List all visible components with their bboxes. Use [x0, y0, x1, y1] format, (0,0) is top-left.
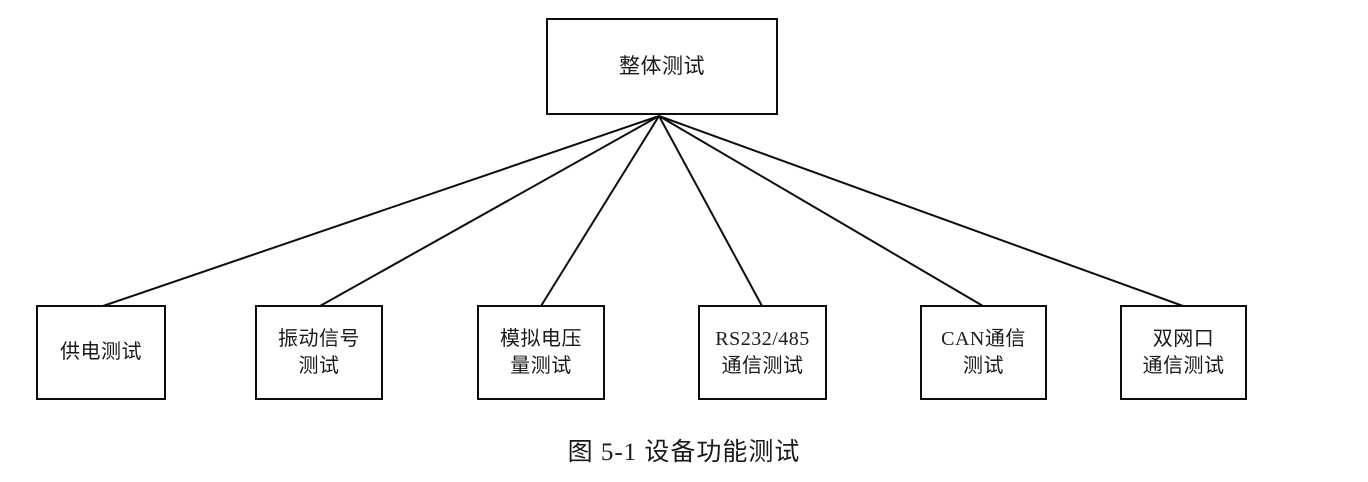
- node-can-communication-test-label: CAN通信 测试: [941, 327, 1026, 377]
- connector-line-rs232-485-communication-test: [658, 115, 763, 307]
- connector-line-analog-voltage-test: [540, 115, 660, 307]
- node-vibration-signal-test[interactable]: 振动信号 测试: [255, 305, 383, 400]
- connector-line-vibration-signal-test: [319, 115, 660, 307]
- connector-line-dual-ethernet-communication-test: [658, 115, 1184, 307]
- node-can-communication-test[interactable]: CAN通信 测试: [920, 305, 1047, 400]
- connector-line-can-communication-test: [658, 115, 984, 307]
- node-root-overall-test[interactable]: 整体测试: [546, 18, 778, 115]
- node-power-supply-test[interactable]: 供电测试: [36, 305, 166, 400]
- node-rs232-485-communication-test-label: RS232/485 通信测试: [715, 327, 810, 377]
- node-dual-ethernet-communication-test[interactable]: 双网口 通信测试: [1120, 305, 1247, 400]
- node-dual-ethernet-communication-test-label: 双网口 通信测试: [1142, 327, 1225, 377]
- connector-line-power-supply-test: [102, 115, 660, 307]
- node-analog-voltage-test-label: 模拟电压 量测试: [500, 327, 582, 377]
- node-vibration-signal-test-label: 振动信号 测试: [278, 327, 360, 377]
- node-rs232-485-communication-test[interactable]: RS232/485 通信测试: [698, 305, 827, 400]
- figure-caption: 图 5-1 设备功能测试: [567, 439, 801, 466]
- node-root-label: 整体测试: [619, 54, 705, 79]
- node-power-supply-test-label: 供电测试: [60, 341, 142, 363]
- node-analog-voltage-test[interactable]: 模拟电压 量测试: [477, 305, 605, 400]
